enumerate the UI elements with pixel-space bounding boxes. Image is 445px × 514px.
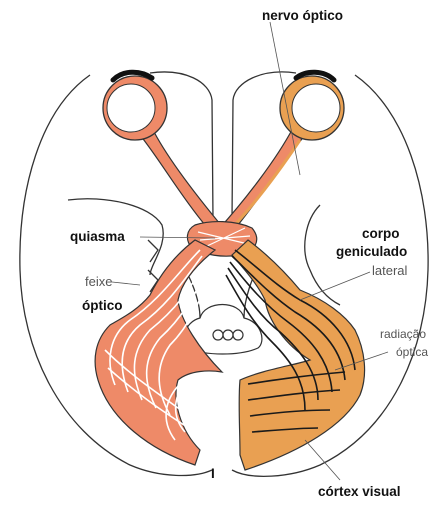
label-cortex-visual: córtex visual [318,484,401,499]
right-optic-nerve [218,128,305,230]
label-optica: óptica [396,345,428,359]
label-optico: óptico [82,298,123,313]
label-corpo: corpo [362,226,400,241]
label-i-mark: I [211,466,215,481]
label-geniculado: geniculado [336,244,407,259]
brain-outline [20,72,428,476]
label-nervo-optico: nervo óptico [262,8,343,23]
label-lateral: lateral [372,263,408,278]
label-feixe: feixe [85,274,112,289]
left-eye [103,72,167,140]
label-radiacao: radiação [380,327,426,341]
label-quiasma: quiasma [70,229,125,244]
left-optic-tract [95,240,222,465]
right-eye [280,72,344,140]
